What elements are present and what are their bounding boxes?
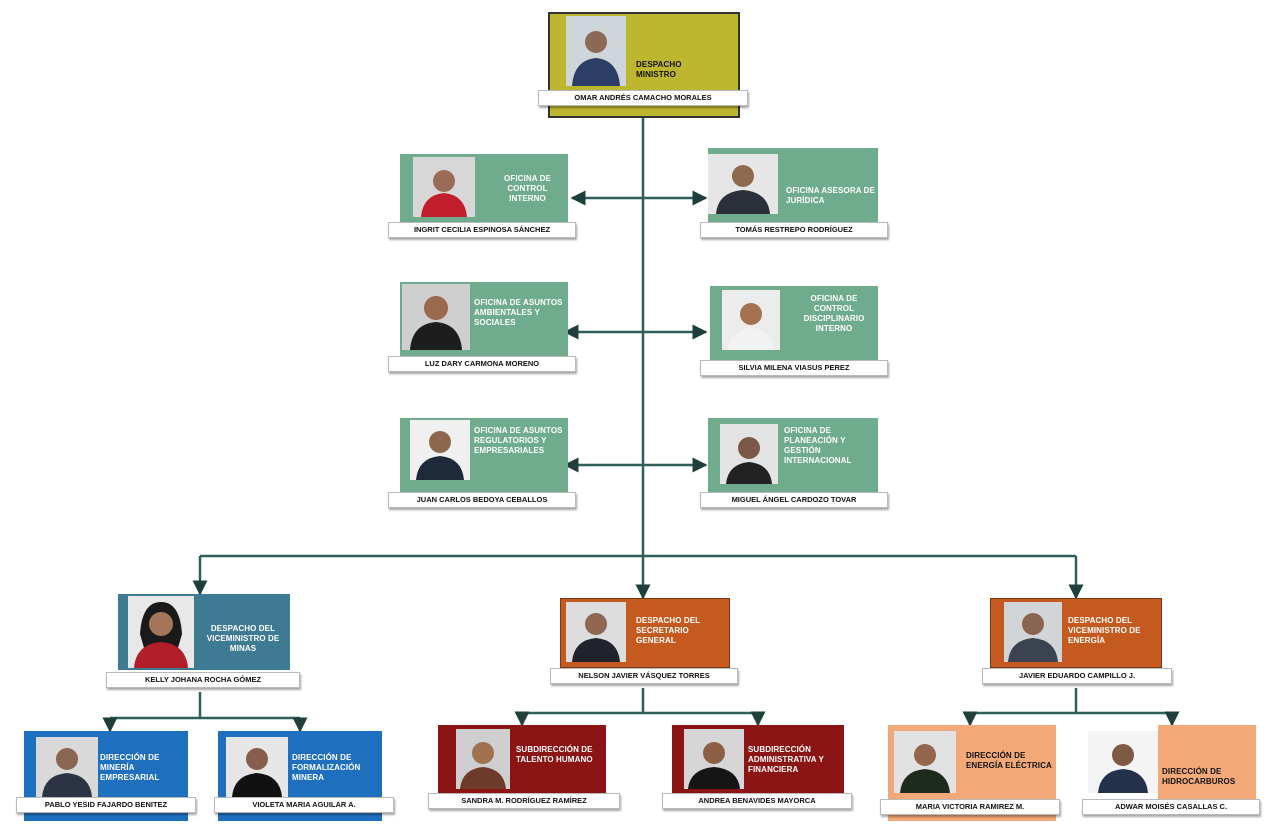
oficina-ambientales-photo-icon xyxy=(402,284,470,350)
oficina-planeacion-unit: OFICINA DE PLANEACIÓN Y GESTIÓN INTERNAC… xyxy=(784,426,852,465)
formalizacion-minera-name: VIOLETA MARIA AGUILAR A. xyxy=(214,797,394,813)
secretario-card[interactable]: DESPACHO DEL SECRETARIO GENERAL NELSON J… xyxy=(550,598,738,690)
formalizacion-minera-unit: DIRECCIÓN DE FORMALIZACIÓN MINERA xyxy=(292,753,361,782)
viceenergia-photo-icon xyxy=(1004,602,1062,662)
formalizacion-minera-card[interactable]: DIRECCIÓN DE FORMALIZACIÓN MINERA VIOLET… xyxy=(212,731,396,821)
oficina-control-interno-unit: OFICINA DE CONTROL INTERNO xyxy=(504,174,551,203)
oficina-control-interno-photo-icon xyxy=(413,157,475,217)
viceminas-name: KELLY JOHANA ROCHA GÓMEZ xyxy=(106,672,300,688)
mineria-empresarial-card[interactable]: DIRECCIÓN DE MINERÍA EMPRESARIAL PABLO Y… xyxy=(16,731,202,821)
ministro-name: OMAR ANDRÉS CAMACHO MORALES xyxy=(538,90,748,106)
energia-electrica-unit: DIRECCIÓN DE ENERGÍA ELÉCTRICA xyxy=(966,751,1052,770)
viceminas-card[interactable]: DESPACHO DEL VICEMINISTRO DE MINAS KELLY… xyxy=(104,594,300,694)
administrativa-financiera-name: ANDREA BENAVIDES MAYORCA xyxy=(662,793,852,809)
viceenergia-name: JAVIER EDUARDO CAMPILLO J. xyxy=(982,668,1172,684)
administrativa-financiera-photo-icon xyxy=(684,729,744,789)
mineria-empresarial-photo-icon xyxy=(36,737,98,797)
oficina-juridica-unit: OFICINA ASESORA DE JURÍDICA xyxy=(786,186,875,205)
talento-humano-unit: SUBDIRECCIÓN DE TALENTO HUMANO xyxy=(516,745,593,764)
hidrocarburos-name: ADWAR MOISÉS CASALLAS C. xyxy=(1082,799,1260,815)
mineria-empresarial-name: PABLO YESID FAJARDO BENITEZ xyxy=(16,797,196,813)
oficina-regulatorios-card[interactable]: OFICINA DE ASUNTOS REGULATORIOS Y EMPRES… xyxy=(388,418,578,510)
oficina-disciplinario-unit: OFICINA DE CONTROL DISCIPLINARIO INTERNO xyxy=(803,294,865,333)
energia-electrica-name: MARIA VICTORIA RAMIREZ M. xyxy=(880,799,1060,815)
viceminas-unit: DESPACHO DEL VICEMINISTRO DE MINAS xyxy=(206,624,280,653)
oficina-regulatorios-photo-icon xyxy=(410,420,470,480)
energia-electrica-card[interactable]: DIRECCIÓN DE ENERGÍA ELÉCTRICA MARIA VIC… xyxy=(876,725,1066,821)
viceenergia-card[interactable]: DESPACHO DEL VICEMINISTRO DE ENERGÍA JAV… xyxy=(980,598,1172,690)
oficina-regulatorios-name: JUAN CARLOS BEDOYA CEBALLOS xyxy=(388,492,576,508)
viceminas-photo-icon xyxy=(128,596,194,668)
secretario-unit: DESPACHO DEL SECRETARIO GENERAL xyxy=(636,616,701,645)
talento-humano-card[interactable]: SUBDIRECCIÓN DE TALENTO HUMANO SANDRA M.… xyxy=(428,725,620,819)
oficina-disciplinario-name: SILVIA MILENA VIASUS PEREZ xyxy=(700,360,888,376)
oficina-control-interno-card[interactable]: OFICINA DE CONTROL INTERNO INGRIT CECILI… xyxy=(388,154,578,240)
ministro-unit: DESPACHO MINISTRO xyxy=(636,60,682,79)
oficina-juridica-name: TOMÁS RESTREPO RODRÍGUEZ xyxy=(700,222,888,238)
secretario-name: NELSON JAVIER VÁSQUEZ TORRES xyxy=(550,668,738,684)
oficina-ambientales-card[interactable]: OFICINA DE ASUNTOS AMBIENTALES Y SOCIALE… xyxy=(388,282,578,374)
talento-humano-photo-icon xyxy=(456,729,510,789)
energia-electrica-photo-icon xyxy=(894,731,956,793)
oficina-juridica-card[interactable]: OFICINA ASESORA DE JURÍDICA TOMÁS RESTRE… xyxy=(698,148,888,240)
administrativa-financiera-card[interactable]: SUBDIRECCIÓN ADMINISTRATIVA Y FINANCIERA… xyxy=(662,725,854,819)
hidrocarburos-panel xyxy=(1158,725,1256,809)
oficina-juridica-photo-icon xyxy=(708,154,778,214)
formalizacion-minera-photo-icon xyxy=(226,737,288,797)
hidrocarburos-photo-icon xyxy=(1088,731,1158,793)
oficina-planeacion-card[interactable]: OFICINA DE PLANEACIÓN Y GESTIÓN INTERNAC… xyxy=(698,418,888,510)
ministro-photo-icon xyxy=(566,16,626,86)
hidrocarburos-card[interactable]: DIRECCIÓN DE HIDROCARBUROS ADWAR MOISÉS … xyxy=(1082,725,1260,821)
oficina-disciplinario-card[interactable]: OFICINA DE CONTROL DISCIPLINARIO INTERNO… xyxy=(700,286,888,378)
ministro-card[interactable]: DESPACHO MINISTRO OMAR ANDRÉS CAMACHO MO… xyxy=(538,12,748,118)
oficina-planeacion-photo-icon xyxy=(720,424,778,484)
oficina-ambientales-name: LUZ DARY CARMONA MORENO xyxy=(388,356,576,372)
oficina-planeacion-name: MIGUEL ÁNGEL CARDOZO TOVAR xyxy=(700,492,888,508)
secretario-photo-icon xyxy=(566,602,626,662)
oficina-ambientales-unit: OFICINA DE ASUNTOS AMBIENTALES Y SOCIALE… xyxy=(474,298,563,327)
oficina-control-interno-name: INGRIT CECILIA ESPINOSA SÁNCHEZ xyxy=(388,222,576,238)
talento-humano-name: SANDRA M. RODRÍGUEZ RAMÍREZ xyxy=(428,793,620,809)
oficina-regulatorios-unit: OFICINA DE ASUNTOS REGULATORIOS Y EMPRES… xyxy=(474,426,563,455)
mineria-empresarial-unit: DIRECCIÓN DE MINERÍA EMPRESARIAL xyxy=(100,753,160,782)
viceenergia-unit: DESPACHO DEL VICEMINISTRO DE ENERGÍA xyxy=(1068,616,1141,645)
administrativa-financiera-unit: SUBDIRECCIÓN ADMINISTRATIVA Y FINANCIERA xyxy=(748,745,824,774)
hidrocarburos-unit: DIRECCIÓN DE HIDROCARBUROS xyxy=(1162,767,1236,786)
oficina-disciplinario-photo-icon xyxy=(722,290,780,350)
